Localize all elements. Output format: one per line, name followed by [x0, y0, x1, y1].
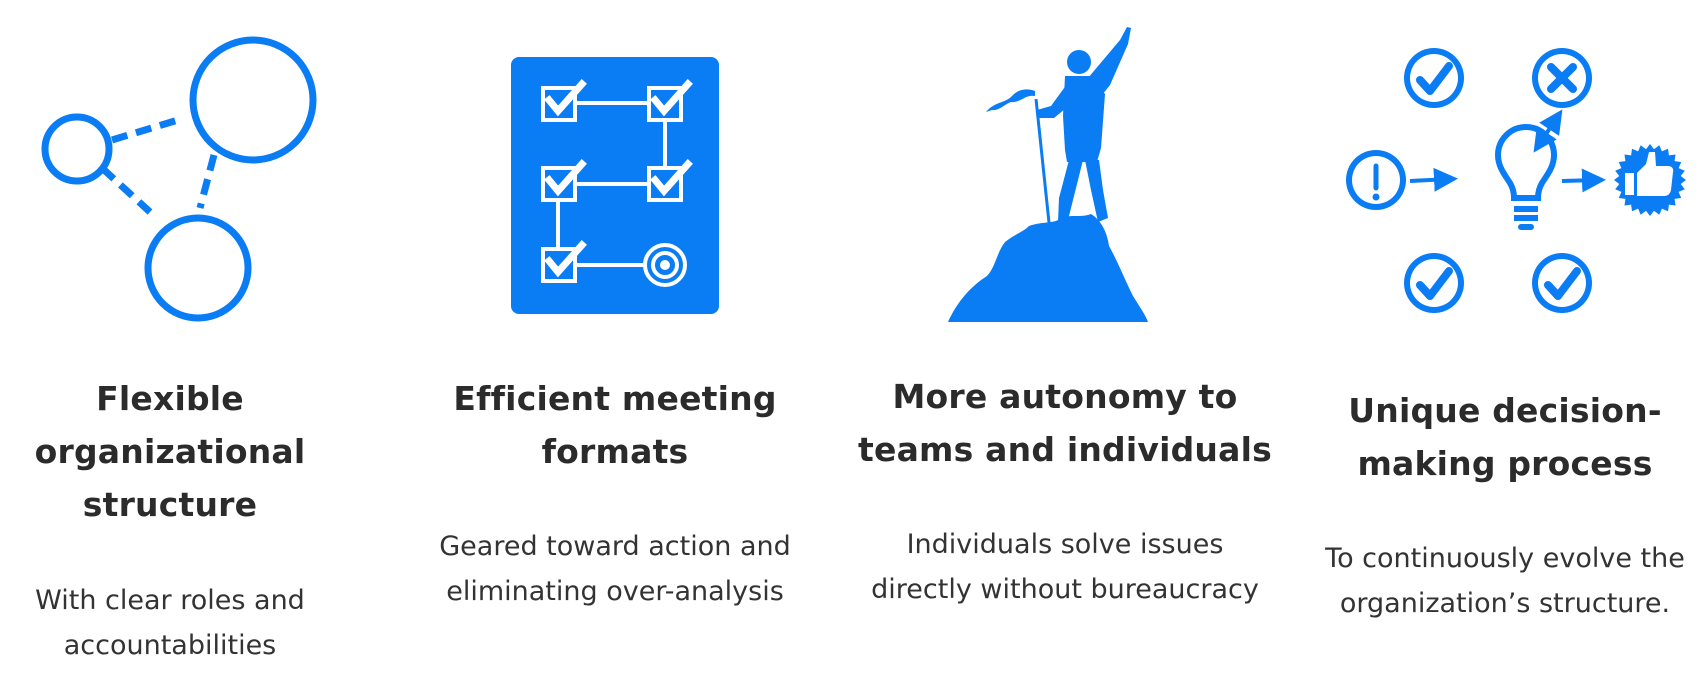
- desc-line: eliminating over-analysis: [446, 576, 784, 607]
- title-line: Unique decision-: [1348, 391, 1662, 430]
- connected-circles-icon: [0, 0, 340, 322]
- title-line: formats: [541, 432, 689, 471]
- desc-line: With clear roles and: [35, 585, 305, 616]
- feature-flexible-structure: Flexible organizational structure With c…: [0, 0, 340, 682]
- desc-line: accountabilities: [63, 630, 277, 661]
- title-line: Efficient meeting: [453, 379, 777, 418]
- desc-line: Geared toward action and: [439, 531, 791, 562]
- feature-efficient-meetings: Efficient meeting formats Geared toward …: [415, 0, 815, 682]
- feature-title: Unique decision- making process: [1310, 384, 1700, 490]
- title-line: teams and individuals: [858, 430, 1272, 469]
- desc-line: organization’s structure.: [1339, 588, 1671, 619]
- feature-description: Individuals solve issues directly withou…: [855, 522, 1275, 612]
- feature-description: With clear roles and accountabilities: [0, 578, 340, 668]
- feature-description: Geared toward action and eliminating ove…: [415, 524, 815, 614]
- desc-line: directly without bureaucracy: [871, 574, 1259, 605]
- desc-line: Individuals solve issues: [906, 529, 1224, 560]
- feature-title: More autonomy to teams and individuals: [855, 370, 1275, 476]
- feature-title: Efficient meeting formats: [415, 372, 815, 478]
- summit-flag-icon: [855, 0, 1275, 330]
- feature-decision-making: Unique decision- making process To conti…: [1310, 0, 1700, 682]
- feature-autonomy: More autonomy to teams and individuals I…: [855, 0, 1275, 682]
- title-line: More autonomy to: [892, 377, 1238, 416]
- title-line: organizational: [34, 432, 306, 471]
- checklist-flow-icon: [415, 0, 815, 320]
- title-line: making process: [1357, 444, 1653, 483]
- title-line: structure: [82, 485, 258, 524]
- feature-description: To continuously evolve the organization’…: [1310, 536, 1700, 626]
- feature-title: Flexible organizational structure: [0, 372, 340, 531]
- desc-line: To continuously evolve the: [1325, 543, 1685, 574]
- title-line: Flexible: [96, 379, 244, 418]
- decision-lightbulb-icon: [1310, 0, 1700, 330]
